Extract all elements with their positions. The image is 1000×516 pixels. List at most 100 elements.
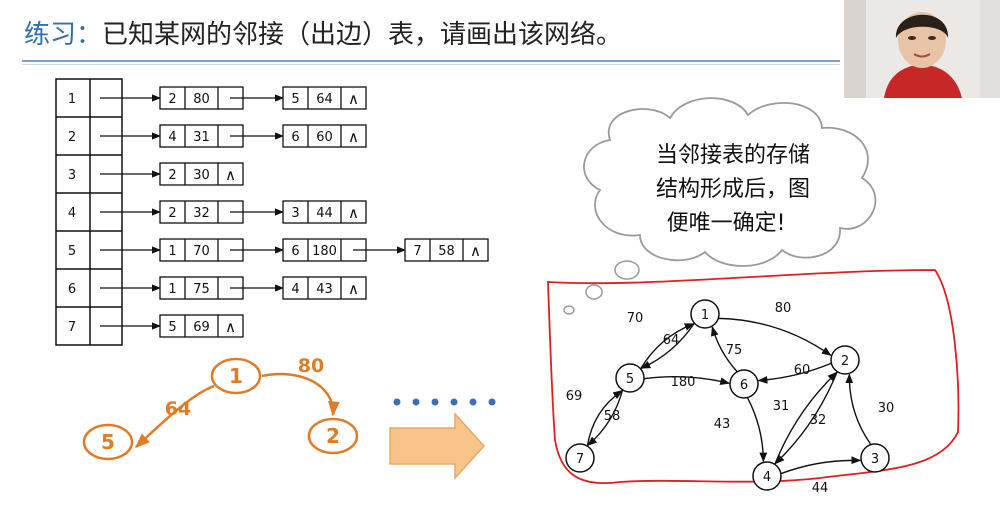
network-edge (587, 389, 624, 446)
vertex-label: 7 (68, 320, 76, 335)
weight-value: 60 (316, 130, 333, 145)
network-node-label: 7 (576, 452, 584, 467)
null-pointer-mark: ∧ (225, 318, 236, 336)
network-edge (774, 371, 838, 465)
ellipsis-dot (393, 398, 401, 406)
network-node-label: 5 (626, 372, 634, 387)
weight-value: 43 (316, 282, 333, 297)
network-weight: 58 (604, 409, 621, 424)
adjvex-value: 5 (291, 92, 299, 107)
vertex-label: 2 (68, 130, 76, 145)
edge-node: 3 44 ∧ (282, 200, 367, 224)
network-weight: 30 (878, 401, 895, 416)
network-node (752, 461, 782, 491)
ellipsis-dot (412, 398, 420, 406)
null-pointer-mark: ∧ (348, 204, 359, 222)
ellipsis-dot (450, 398, 458, 406)
edge-node: 7 58 ∧ (404, 238, 489, 262)
network-weight: 44 (812, 481, 829, 496)
network-node-label: 3 (871, 452, 879, 467)
edge-node: 6 180 (282, 238, 367, 262)
vertex-label: 5 (68, 244, 76, 259)
sketch-node (82, 423, 134, 461)
edge-node: 1 70 (159, 238, 244, 262)
network-node-label: 4 (763, 470, 771, 485)
edge-node: 5 69 ∧ (159, 314, 244, 338)
bubble-line-3: 便唯一确定! (667, 211, 786, 236)
adjvex-value: 2 (168, 92, 176, 107)
bubble-line-1: 当邻接表的存储 (656, 143, 810, 168)
null-pointer-mark: ∧ (225, 166, 236, 184)
network-weight: 70 (627, 311, 644, 326)
network-weight: 32 (810, 413, 827, 428)
network-weight: 43 (714, 417, 731, 432)
weight-value: 44 (316, 206, 333, 221)
red-outline (547, 269, 960, 484)
network-edge (710, 326, 738, 373)
network-node (729, 369, 759, 399)
sketch-node (307, 417, 359, 455)
network-weight: 69 (566, 389, 583, 404)
sketch-weight: 64 (165, 398, 191, 420)
right-arrow-icon (389, 412, 486, 480)
null-pointer-mark: ∧ (348, 90, 359, 108)
network-node (615, 363, 645, 393)
adjvex-value: 6 (291, 244, 299, 259)
sketch-node-label: 5 (101, 430, 115, 454)
network-weight: 31 (773, 399, 790, 414)
network-node-label: 1 (701, 308, 709, 323)
network-weight: 75 (726, 343, 743, 358)
weight-value: 30 (193, 168, 210, 183)
network-edge (780, 456, 862, 475)
adjvex-value: 3 (291, 206, 299, 221)
network-weight: 80 (775, 301, 792, 316)
vertex-label: 1 (68, 92, 76, 107)
title-label: 练习： (24, 20, 103, 50)
network-weight: 64 (663, 333, 680, 348)
sketch-weight: 80 (298, 355, 324, 377)
ellipsis-dot (488, 398, 496, 406)
network-edge (640, 322, 695, 369)
adjvex-value: 1 (168, 282, 176, 297)
weight-value: 80 (193, 92, 210, 107)
weight-value: 69 (193, 320, 210, 335)
ellipsis-dot (431, 398, 439, 406)
network-node-label: 2 (841, 354, 849, 369)
network-edge (746, 397, 768, 463)
title-divider-light (22, 64, 840, 65)
weight-value: 180 (312, 244, 337, 259)
network-node (565, 443, 595, 473)
vertex-label: 4 (68, 206, 76, 221)
weight-value: 58 (438, 244, 455, 259)
vertex-label: 3 (68, 168, 76, 183)
weight-value: 31 (193, 130, 210, 145)
edge-node: 6 60 ∧ (282, 124, 367, 148)
network-weight: 180 (671, 375, 696, 390)
null-pointer-mark: ∧ (348, 128, 359, 146)
adjvex-value: 5 (168, 320, 176, 335)
adjvex-value: 1 (168, 244, 176, 259)
title-divider (22, 60, 840, 62)
network-node-label: 6 (740, 378, 748, 393)
weight-value: 32 (193, 206, 210, 221)
edge-node: 5 64 ∧ (282, 86, 367, 110)
weight-value: 64 (316, 92, 333, 107)
network-edge (757, 362, 832, 384)
slide-title: 练习：已知某网的邻接（出边）表，请画出该网络。 (24, 14, 622, 51)
adjvex-value: 6 (291, 130, 299, 145)
null-pointer-mark: ∧ (470, 242, 481, 260)
network-node (830, 345, 860, 375)
vertex-label: 6 (68, 282, 76, 297)
ellipsis-dot (469, 398, 477, 406)
adjvex-value: 7 (413, 244, 421, 259)
presenter-webcam (844, 0, 1000, 98)
weight-value: 70 (193, 244, 210, 259)
network-edge (718, 317, 832, 356)
ellipsis-dots (393, 398, 496, 406)
title-text: 已知某网的邻接（出边）表，请画出该网络。 (102, 20, 623, 50)
